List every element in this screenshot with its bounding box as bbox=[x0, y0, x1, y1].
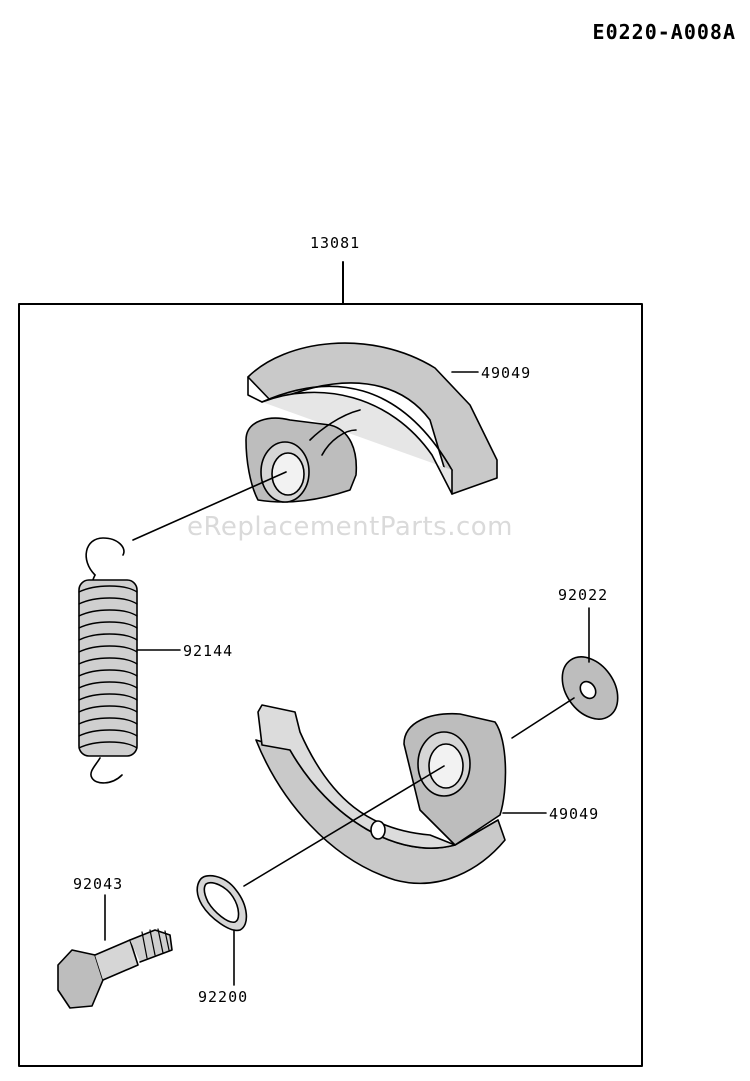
label-92022: 92022 bbox=[558, 586, 609, 604]
label-92144: 92144 bbox=[183, 642, 234, 660]
diagram-code: E0220-A008A bbox=[592, 20, 736, 44]
spring bbox=[78, 537, 138, 784]
leader-lines bbox=[104, 371, 590, 986]
clutch-shoe-upper bbox=[245, 342, 498, 503]
assembly-frame bbox=[18, 303, 643, 1067]
leader-spring-hole bbox=[132, 471, 287, 541]
shoulder-bolt bbox=[57, 928, 173, 1009]
label-92200: 92200 bbox=[198, 988, 249, 1006]
label-49049-top: 49049 bbox=[481, 364, 532, 382]
retaining-ring bbox=[196, 874, 248, 932]
clutch-shoe-lower bbox=[255, 704, 507, 885]
leader-ring-to-shoe bbox=[243, 765, 445, 887]
watermark: eReplacementParts.com bbox=[187, 512, 514, 542]
label-92043: 92043 bbox=[73, 875, 124, 893]
label-13081: 13081 bbox=[310, 234, 361, 252]
leader-washer-to-shoe bbox=[511, 697, 575, 739]
washer bbox=[561, 656, 619, 720]
label-49049-bottom: 49049 bbox=[549, 805, 600, 823]
